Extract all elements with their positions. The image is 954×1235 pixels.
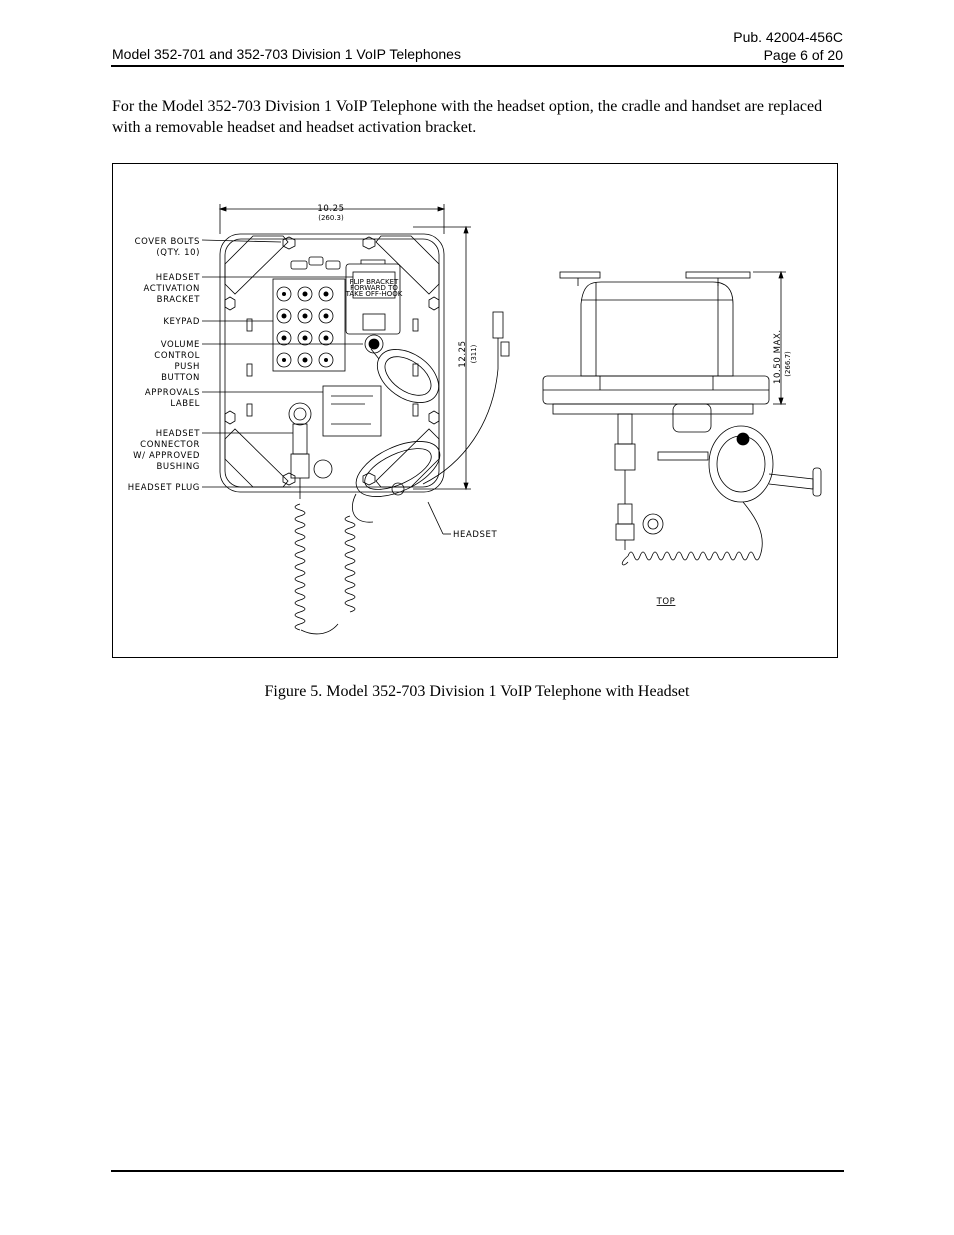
bracket-text-1: FLIP BRACKET: [350, 278, 399, 286]
label-hab-1: HEADSET: [156, 273, 200, 283]
enclosure-side: [542, 271, 822, 503]
label-top: TOP: [656, 597, 676, 607]
height-dim-mm: (311): [470, 344, 478, 363]
depth-dim-text: 10.50 MAX.: [773, 329, 783, 384]
label-vol-1: VOLUME: [161, 340, 200, 350]
headset-earpiece: [370, 348, 439, 403]
telephone-drawing: 10.25 (260.3) 12.25 (311): [128, 204, 822, 635]
intro-paragraph: For the Model 352-703 Division 1 VoIP Te…: [112, 98, 823, 136]
label-headset: HEADSET: [453, 530, 497, 540]
height-dimension: 12.25 (311): [413, 225, 478, 491]
label-cover-bolts-2: (QTY. 10): [156, 248, 200, 258]
label-hab-2: ACTIVATION: [144, 284, 200, 294]
document-title: Model 352-701 and 352-703 Division 1 VoI…: [112, 46, 461, 62]
label-conn-2: CONNECTOR: [140, 440, 200, 450]
side-cable: [615, 470, 763, 566]
approvals-label-plate: [322, 385, 382, 437]
label-approvals-1: APPROVALS: [145, 388, 200, 398]
label-conn-3: W/ APPROVED: [133, 451, 200, 461]
label-vol-2: CONTROL: [154, 351, 200, 361]
headset-cable: [422, 311, 510, 485]
label-vol-4: BUTTON: [161, 373, 200, 383]
figure-caption: Figure 5. Model 352-703 Division 1 VoIP …: [264, 683, 690, 700]
bracket-text-2: FORWARD TO: [350, 284, 398, 292]
bracket-text-3: TAKE OFF-HOOK: [345, 290, 403, 298]
enclosure-front: [219, 233, 445, 493]
width-dim-mm: (260.3): [318, 214, 344, 222]
publication-number: Pub. 42004-456C: [733, 29, 843, 45]
depth-dimension: 10.50 MAX. (266.7): [753, 270, 792, 406]
label-keypad: KEYPAD: [163, 317, 200, 327]
front-callouts: [201, 239, 451, 535]
headset-activation-bracket: FLIP BRACKET FORWARD TO TAKE OFF-HOOK: [345, 259, 403, 354]
keypad-drawing: [272, 278, 346, 372]
coiled-cord-right: [344, 515, 356, 613]
headset-body: [352, 441, 441, 523]
label-vol-3: PUSH: [174, 362, 200, 372]
page-number: Page 6 of 20: [763, 47, 843, 63]
page-header-right: Pub. 42004-456C Page 6 of 20: [733, 28, 843, 64]
width-dimension: 10.25 (260.3): [218, 204, 446, 234]
footer-rule: [111, 1170, 844, 1172]
header-rule: [111, 65, 844, 67]
label-hab-3: BRACKET: [157, 295, 201, 305]
height-dim-text: 12.25: [458, 340, 468, 367]
figure-frame: 10.25 (260.3) 12.25 (311): [112, 163, 838, 658]
depth-dim-mm: (266.7): [784, 351, 792, 377]
label-cover-bolts-1: COVER BOLTS: [135, 237, 200, 247]
headset-connector: [288, 402, 333, 499]
label-conn-4: BUSHING: [157, 462, 201, 472]
coiled-cord-left: [294, 503, 339, 635]
width-dim-text: 10.25: [317, 204, 344, 214]
label-conn-1: HEADSET: [156, 429, 200, 439]
label-approvals-2: LABEL: [170, 399, 200, 409]
label-headset-plug: HEADSET PLUG: [128, 483, 200, 493]
